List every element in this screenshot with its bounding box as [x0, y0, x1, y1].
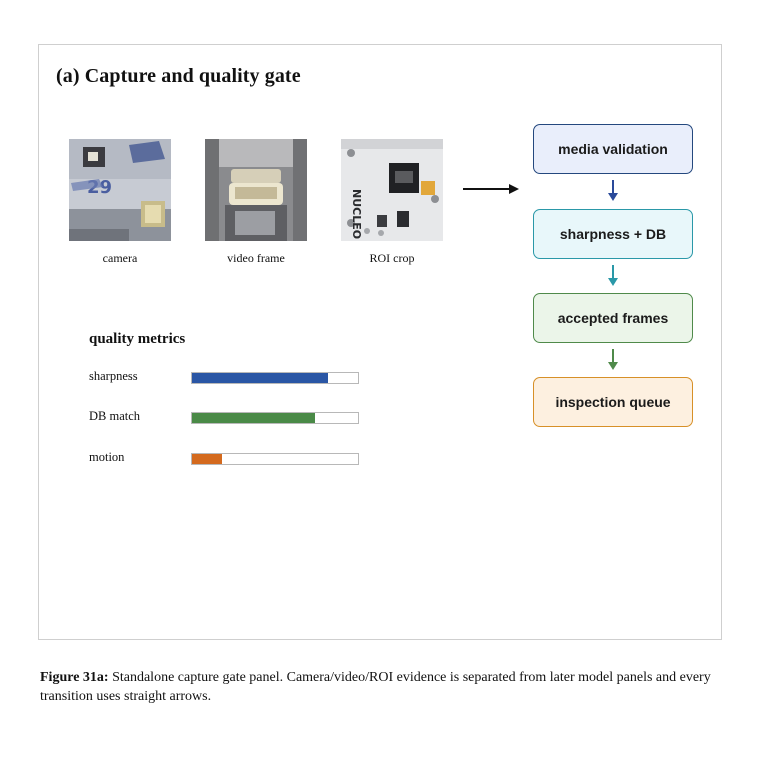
flow-step-sharpness-db: sharpness + DB — [533, 209, 693, 259]
metric-label-db-match: DB match — [89, 409, 141, 423]
metric-label-sharpness: sharpness — [89, 369, 138, 383]
camera-label: camera — [102, 251, 138, 265]
roi-board-text: NUCLEO — [350, 189, 363, 239]
metrics-title: quality metrics — [89, 331, 186, 347]
figure-caption: Figure 31a: Standalone capture gate pane… — [40, 668, 730, 706]
metric-bar-motion — [191, 453, 359, 465]
metric-bar-sharpness — [191, 372, 359, 384]
video-frame-thumbnail — [205, 139, 307, 241]
metric-label-motion: motion — [89, 450, 125, 464]
roi-crop-thumbnail: NUCLEO — [341, 139, 443, 241]
flow-step-inspection-queue: inspection queue — [533, 377, 693, 427]
roi-crop-label: ROI crop — [369, 251, 415, 265]
camera-thumbnail: 29 — [69, 139, 171, 241]
metric-bar-db-match — [191, 412, 359, 424]
metric-fill-motion — [192, 454, 222, 464]
caption-text: Standalone capture gate panel. Camera/vi… — [40, 670, 711, 704]
panel-title: (a) Capture and quality gate — [56, 65, 301, 87]
thumbnails-to-flow-arrow — [463, 184, 519, 194]
metric-fill-db-match — [192, 413, 315, 423]
flow-step-accepted-frames: accepted frames — [533, 293, 693, 343]
metric-fill-sharpness — [192, 373, 329, 383]
flow-step-media-validation: media validation — [533, 124, 693, 174]
flow-arrow-2 — [608, 265, 618, 286]
capture-gate-panel: (a) Capture and quality gate 29 camera — [38, 44, 722, 640]
video-frame-label: video frame — [227, 251, 285, 265]
flow-arrow-1 — [608, 180, 618, 201]
flow-arrow-3 — [608, 349, 618, 370]
caption-label: Figure 31a: — [40, 670, 109, 685]
